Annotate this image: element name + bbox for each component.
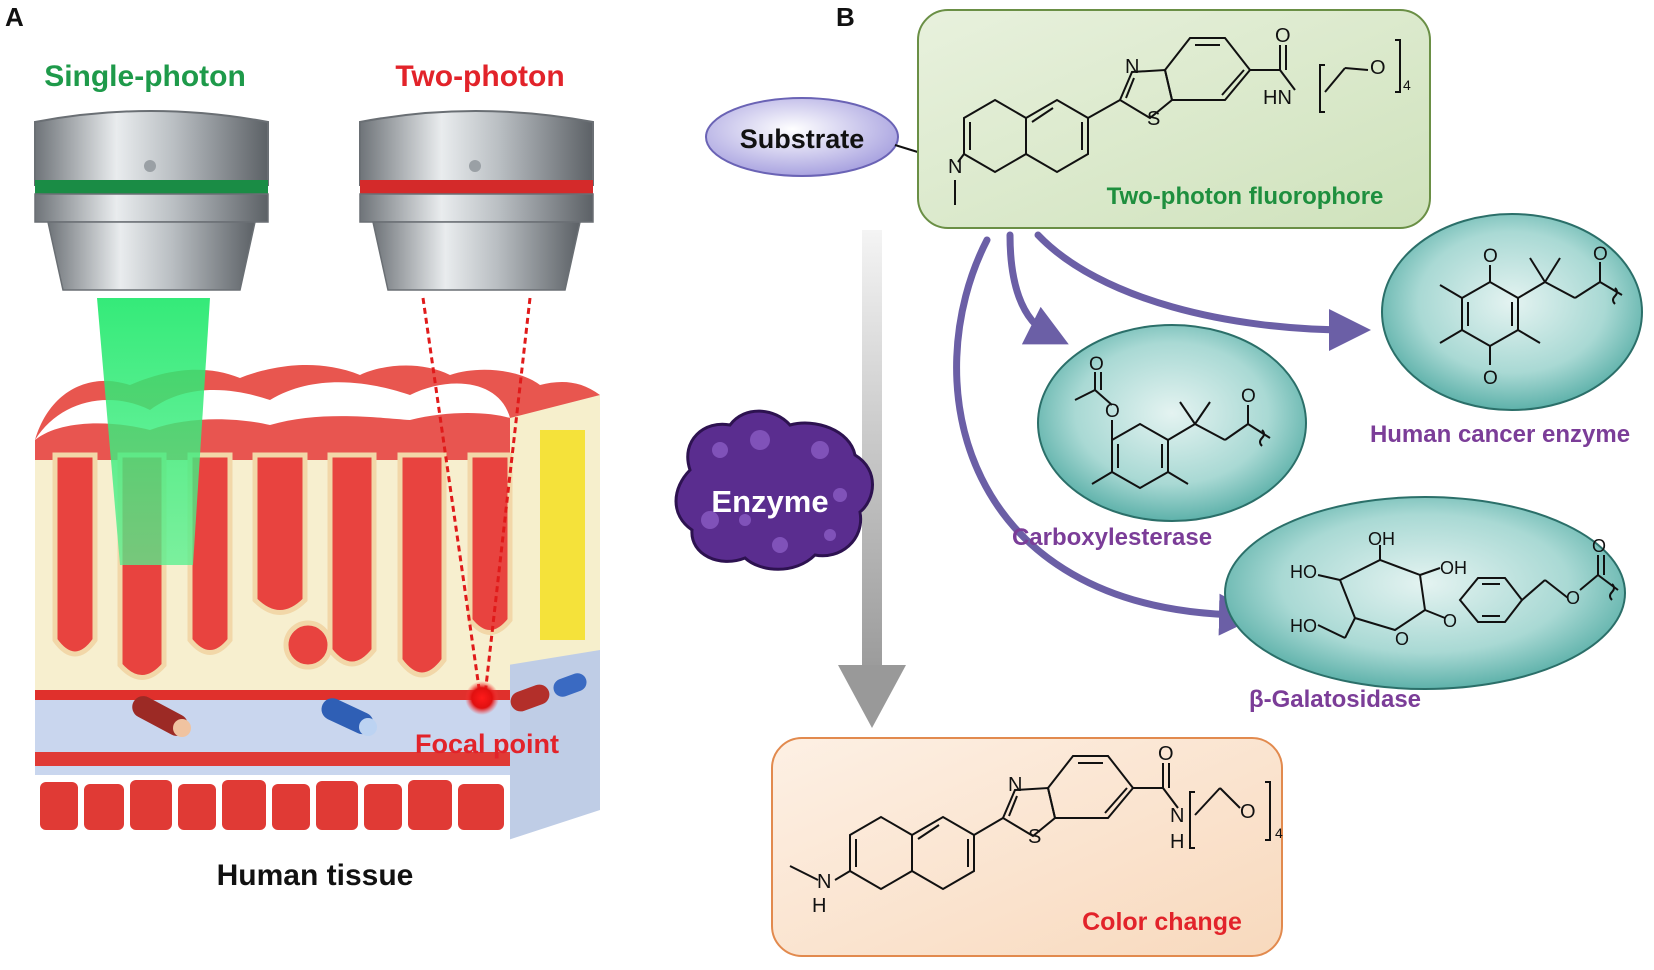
carboxylesterase-ellipse xyxy=(1037,324,1307,522)
two-photon-label: Two-photon xyxy=(395,60,564,93)
galacto-oh-right: OH xyxy=(1440,558,1467,578)
product-peg-o: O xyxy=(1240,801,1256,823)
product-nh-n: N xyxy=(817,871,831,893)
two-photon-objective xyxy=(359,110,594,291)
carboxyl-ester-o: O xyxy=(1105,401,1120,422)
fluor-hn: HN xyxy=(1263,87,1292,109)
enzyme-blob xyxy=(674,409,874,571)
galacto-ho-bottom: HO xyxy=(1290,616,1317,636)
fluor-thiazole-n: N xyxy=(1125,56,1139,78)
product-amide-h: H xyxy=(1170,831,1184,853)
galacto-ho-left: HO xyxy=(1290,562,1317,582)
fluor-n: N xyxy=(948,156,962,178)
galactosidase-ellipse xyxy=(1224,496,1626,690)
carboxyl-carbonyl-o: O xyxy=(1241,386,1256,407)
color-change-box xyxy=(771,737,1283,957)
fluor-thiazole-s: S xyxy=(1147,108,1160,130)
single-photon-objective xyxy=(34,110,269,291)
focal-point-dot xyxy=(465,681,499,715)
carboxyl-acyl-o: O xyxy=(1089,354,1104,375)
cancer-o-top: O xyxy=(1483,246,1498,267)
galactosidase-label: β-Galatosidase xyxy=(1249,686,1421,713)
product-structure xyxy=(789,755,1271,891)
substrate-label: Substrate xyxy=(740,124,865,154)
fluor-carbonyl-o: O xyxy=(1275,25,1291,47)
red-beam-left xyxy=(421,297,482,696)
purple-arrows xyxy=(953,231,1371,636)
red-beam-right xyxy=(483,297,532,696)
product-sub-4: 4 xyxy=(1275,825,1283,841)
reaction-arrow xyxy=(838,230,906,728)
carboxylesterase-label: Carboxylesterase xyxy=(1012,524,1212,551)
cancer-enzyme-structure xyxy=(1439,257,1623,365)
galactosidase-structure xyxy=(1317,545,1619,639)
fluor-sub-4: 4 xyxy=(1403,77,1411,93)
fluorophore-box xyxy=(917,9,1431,229)
color-change-label: Color change xyxy=(1082,908,1242,936)
galacto-carbonyl-o: O xyxy=(1592,536,1606,556)
panel-b-letter: B xyxy=(836,2,855,32)
panel-a-letter: A xyxy=(5,2,24,32)
fluorophore-label: Two-photon fluorophore xyxy=(1107,183,1384,210)
product-amide-n: N xyxy=(1170,805,1184,827)
substrate-ellipse xyxy=(705,97,899,177)
product-nh-h: H xyxy=(812,895,826,917)
fluor-peg-o: O xyxy=(1370,57,1386,79)
single-photon-label: Single-photon xyxy=(44,60,246,93)
human-tissue-label: Human tissue xyxy=(217,859,414,892)
green-beam xyxy=(97,298,210,565)
galacto-ring-o: O xyxy=(1395,629,1409,649)
fluorophore-structure xyxy=(954,37,1401,205)
galacto-link-o: O xyxy=(1443,611,1457,631)
focal-point-label: Focal point xyxy=(415,729,559,759)
galacto-oh-top: OH xyxy=(1368,529,1395,549)
product-thiazole-n: N xyxy=(1008,774,1022,796)
galacto-ester-o: O xyxy=(1566,588,1580,608)
product-carbonyl-o: O xyxy=(1158,743,1174,765)
product-thiazole-s: S xyxy=(1028,826,1041,848)
cancer-o-bottom: O xyxy=(1483,368,1498,389)
carboxylesterase-structure xyxy=(1074,372,1271,490)
cancer-o-carbonyl: O xyxy=(1593,244,1608,265)
enzyme-label: Enzyme xyxy=(711,484,828,519)
cancer-enzyme-label: Human cancer enzyme xyxy=(1370,421,1630,448)
